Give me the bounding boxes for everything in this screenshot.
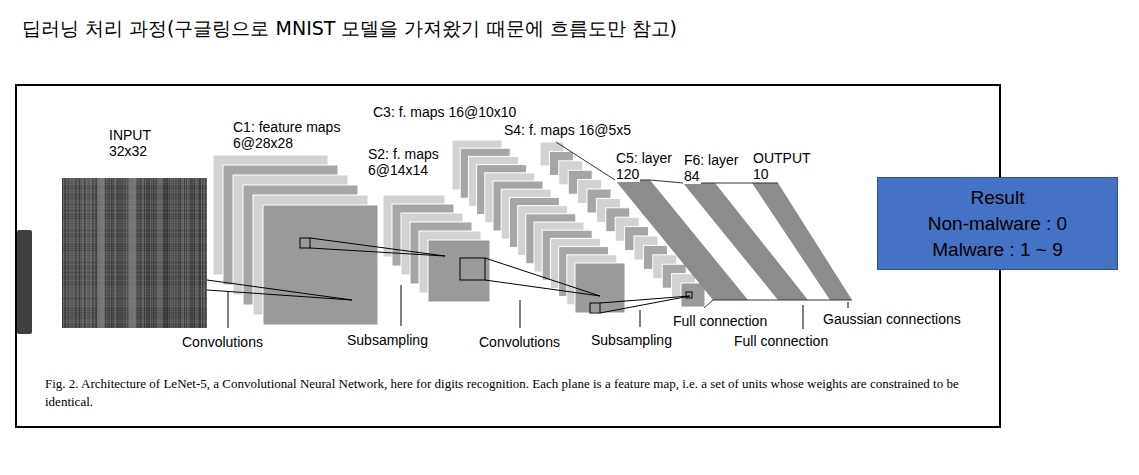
side-tab <box>17 230 32 334</box>
figure-label: S4: f. maps 16@5x5 <box>503 122 632 138</box>
projection-line <box>207 280 352 300</box>
page-title: 딥러닝 처리 과정(구글링으로 MNIST 모델을 가져왔기 때문에 흐름도만 … <box>22 16 677 40</box>
input-image <box>62 178 207 328</box>
feature-plane <box>428 240 490 302</box>
receptive-field <box>686 292 692 298</box>
projection-line <box>310 248 445 256</box>
s2-maps <box>383 195 490 302</box>
figure-label: OUTPUT <box>752 150 812 166</box>
figure-label: C5: layer <box>615 150 673 166</box>
projection-line <box>600 296 690 313</box>
region-tick <box>228 292 229 328</box>
layer-band <box>615 180 748 300</box>
projection-line <box>600 296 690 303</box>
result-text: Non-malware : 0 <box>928 211 1067 237</box>
region-tick <box>640 310 641 327</box>
c3-maps <box>452 140 625 313</box>
receptive-field <box>460 258 485 280</box>
projection-line <box>485 280 600 296</box>
figure-label: 84 <box>683 168 701 184</box>
connection-line <box>556 142 778 183</box>
figure-label: F6: layer <box>683 152 739 168</box>
feature-plane <box>263 205 378 325</box>
figure-label: Gaussian connections <box>822 311 962 327</box>
result-box: ResultNon-malware : 0Malware : 1 ~ 9 <box>877 177 1118 270</box>
figure-label: Full connection <box>733 333 829 349</box>
receptive-field <box>590 303 600 313</box>
feature-plane <box>575 263 625 313</box>
figure-frame <box>16 85 1000 427</box>
figure-caption: Fig. 2. Architecture of LeNet-5, a Convo… <box>45 375 990 411</box>
projection-line <box>310 238 445 256</box>
region-tick <box>401 285 402 326</box>
input-band <box>97 178 105 328</box>
figure-label: 6@28x28 <box>232 135 294 151</box>
region-tick <box>848 302 849 308</box>
input-band <box>129 178 136 328</box>
projection-line <box>485 258 600 296</box>
result-text: Result <box>971 185 1025 211</box>
figure-label: 10 <box>752 166 770 182</box>
figure-label: C3: f. maps 16@10x10 <box>372 104 517 120</box>
figure-label: INPUT <box>108 127 152 143</box>
layer-band <box>683 183 808 300</box>
c1-maps <box>213 155 378 325</box>
region-tick <box>803 305 804 329</box>
figure-label: C1: feature maps <box>232 119 341 135</box>
layer-band <box>752 183 852 300</box>
receptive-field <box>300 238 310 248</box>
projection-line <box>207 290 352 300</box>
feature-plane <box>681 283 705 307</box>
figure-label: 32x32 <box>108 143 148 159</box>
figure-label: Subsampling <box>346 332 429 348</box>
figure-label: Subsampling <box>590 332 673 348</box>
result-text: Malware : 1 ~ 9 <box>932 237 1062 263</box>
figure-label: Convolutions <box>181 334 264 350</box>
figure-label: 6@14x14 <box>367 162 429 178</box>
figure-label: S2: f. maps <box>367 146 440 162</box>
figure-label: 120 <box>615 166 640 182</box>
figure-label: Full connection <box>672 313 768 329</box>
region-tick <box>520 300 521 328</box>
connection-line <box>704 300 852 308</box>
input-ground <box>62 178 207 328</box>
figure-label: Convolutions <box>478 334 561 350</box>
